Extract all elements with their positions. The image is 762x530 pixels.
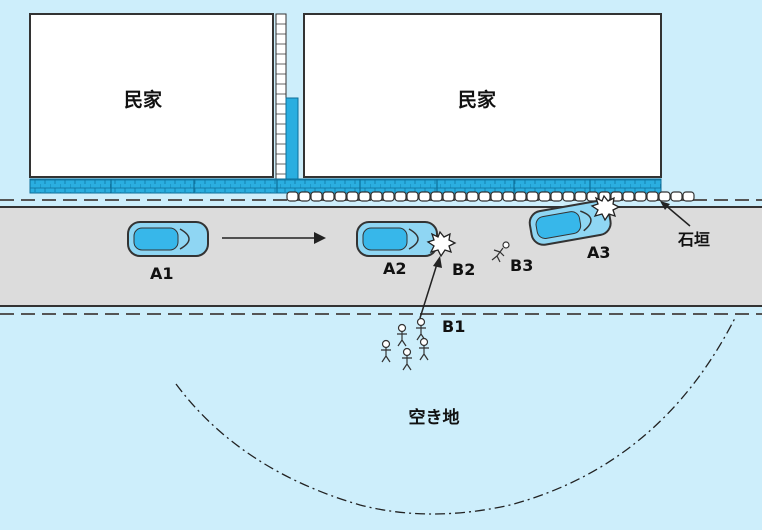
vacant-lot-boundary xyxy=(175,317,736,515)
person-b2-label: B2 xyxy=(452,260,475,279)
car-a2-icon xyxy=(356,221,438,257)
vacant-lot-label: 空き地 xyxy=(409,407,460,428)
car-a1-icon xyxy=(127,221,209,257)
car-a3-icon xyxy=(528,200,612,246)
person-b1-label: B1 xyxy=(442,317,465,336)
stone-wall xyxy=(286,191,695,202)
pedestrian-arrow xyxy=(419,263,438,319)
brick-wall xyxy=(29,178,662,194)
car-a2-label: A2 xyxy=(383,259,407,278)
car-a3-label: A3 xyxy=(587,243,611,262)
impact-burst-a2-icon xyxy=(426,230,457,258)
impact-burst-a3-icon xyxy=(590,194,621,222)
stone-wall-label: 石垣 xyxy=(677,230,710,249)
pedestrian-group-b1-icon xyxy=(381,317,429,371)
house-left xyxy=(29,13,274,178)
stone-wall-leader xyxy=(663,203,691,227)
travel-arrow-head xyxy=(314,232,326,244)
stone-wall-leader-head xyxy=(660,201,670,210)
car-a1-label: A1 xyxy=(150,264,174,283)
person-b3-icon xyxy=(491,241,510,263)
person-b3-label: B3 xyxy=(510,256,533,275)
pedestrian-arrow-head xyxy=(433,256,442,268)
house-right-label: 民家 xyxy=(458,88,497,111)
house-right xyxy=(303,13,662,178)
house-left-label: 民家 xyxy=(124,88,163,111)
